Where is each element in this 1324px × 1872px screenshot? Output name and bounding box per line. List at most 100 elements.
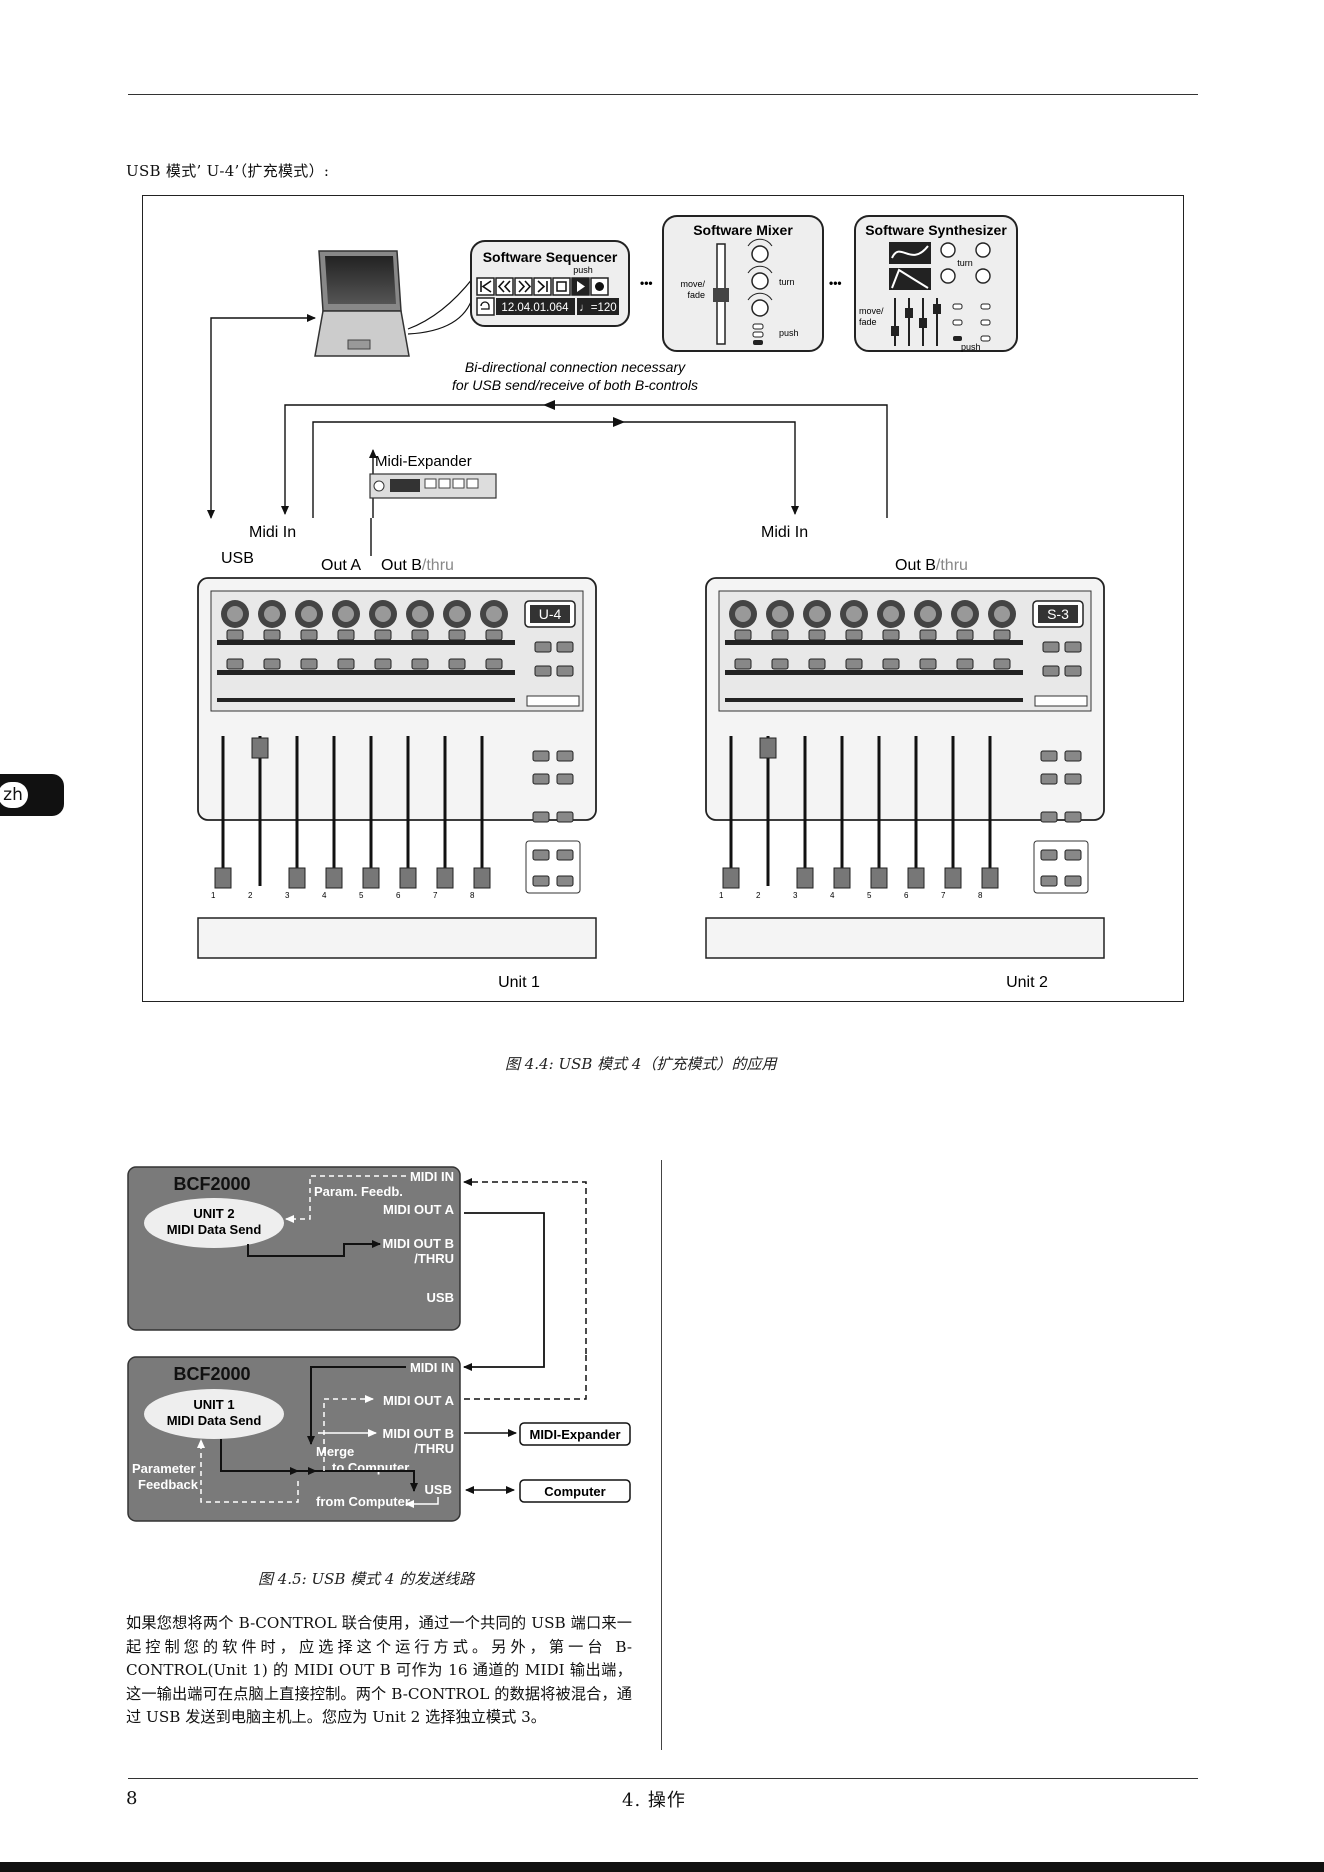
figure1-diagram: Software Sequencer push 12.04.01.064 ♩=1… bbox=[197, 215, 1105, 991]
ellipsis-2: ••• bbox=[829, 276, 842, 290]
ellipsis-1: ••• bbox=[640, 276, 653, 290]
connection-note-line1: Bi-directional connection necessary bbox=[465, 359, 686, 375]
svg-text:6: 6 bbox=[396, 891, 401, 900]
midi-expander-label: Midi-Expander bbox=[375, 453, 472, 470]
software-mixer-panel: Software Mixer move/ fade turn push bbox=[662, 215, 824, 352]
unit1-channel-numbers: 1 2 3 4 5 6 7 8 bbox=[211, 891, 475, 900]
svg-text:6: 6 bbox=[904, 891, 909, 900]
svg-text:2: 2 bbox=[248, 891, 253, 900]
box2-thru: /THRU bbox=[414, 1441, 454, 1456]
midi-expander-box bbox=[519, 1422, 631, 1446]
box2-data-send-label: MIDI Data Send bbox=[167, 1413, 262, 1428]
unit2-display: S-3 bbox=[1047, 606, 1069, 622]
box1-data-send-label: MIDI Data Send bbox=[167, 1222, 262, 1237]
box1-param-feedback: Param. Feedb. bbox=[314, 1184, 403, 1199]
box1-midi-out-a: MIDI OUT A bbox=[383, 1202, 455, 1217]
synth-push-label: push bbox=[961, 342, 981, 352]
bcf2000-unit1: U-4 bbox=[197, 577, 597, 959]
box2-usb: USB bbox=[425, 1482, 452, 1497]
body-paragraph: 如果您想将两个 B-CONTROL 联合使用，通过一个共同的 USB 端口来一起… bbox=[126, 1614, 632, 1726]
svg-text:1: 1 bbox=[719, 891, 724, 900]
box2-midi-out-a: MIDI OUT A bbox=[383, 1393, 455, 1408]
box1-unit-label: UNIT 2 bbox=[193, 1206, 234, 1221]
box1-thru: /THRU bbox=[414, 1251, 454, 1266]
footer-section-title: 4. 操作 bbox=[622, 1790, 686, 1811]
svg-text:8: 8 bbox=[978, 891, 983, 900]
software-sequencer-panel: Software Sequencer push 12.04.01.064 ♩=1… bbox=[470, 240, 630, 327]
svg-text:5: 5 bbox=[359, 891, 364, 900]
synth-title: Software Synthesizer bbox=[865, 222, 1007, 238]
figure2-diagram: BCF2000 UNIT 2 MIDI Data Send Param. Fee… bbox=[127, 1166, 631, 1522]
figure-usb-mode-4-signal-flow: BCF2000 UNIT 2 MIDI Data Send Param. Fee… bbox=[126, 1160, 636, 1530]
unit2-channel-numbers: 1 2 3 4 5 6 7 8 bbox=[719, 891, 983, 900]
label-midi-in-unit2: Midi In bbox=[761, 524, 808, 541]
svg-text:3: 3 bbox=[285, 891, 290, 900]
box1-midi-out-b: MIDI OUT B bbox=[383, 1236, 455, 1251]
label-out-a: Out A bbox=[321, 557, 361, 574]
unit1-name: Unit 1 bbox=[498, 974, 540, 991]
box2-feedback: Feedback bbox=[138, 1477, 199, 1492]
sequencer-tempo: ♩=120 bbox=[579, 302, 616, 314]
mixer-fade-label: fade bbox=[687, 290, 705, 300]
connection-lines bbox=[207, 314, 888, 519]
label-midi-in-unit1: Midi In bbox=[249, 524, 296, 541]
figure-usb-mode-4-application: Software Sequencer push 12.04.01.064 ♩=1… bbox=[142, 195, 1184, 1002]
svg-text:1: 1 bbox=[211, 891, 216, 900]
mixer-title: Software Mixer bbox=[693, 222, 793, 238]
box2-to-computer: to Computer bbox=[332, 1460, 409, 1475]
transport-buttons bbox=[476, 277, 609, 296]
label-out-b-unit2: Out B/thru bbox=[895, 557, 968, 574]
figure2-caption: 图 4.5: USB 模式 4 的发送线路 bbox=[258, 1570, 475, 1588]
svg-text:5: 5 bbox=[867, 891, 872, 900]
section-heading: USB 模式’ U-4’（扩充模式）: bbox=[126, 162, 330, 180]
box1-title: BCF2000 bbox=[173, 1174, 250, 1194]
software-synth-panel: Software Synthesizer turn move/ fade pus… bbox=[854, 215, 1018, 352]
unit2-faders bbox=[722, 736, 999, 889]
unit1-display: U-4 bbox=[539, 606, 562, 622]
box1-midi-in: MIDI IN bbox=[410, 1169, 454, 1184]
synth-move-label: move/ bbox=[859, 306, 884, 316]
svg-text:3: 3 bbox=[793, 891, 798, 900]
top-rule bbox=[128, 94, 1198, 95]
column-divider bbox=[661, 1160, 662, 1750]
mixer-turn-label: turn bbox=[779, 277, 795, 287]
connection-note-line2: for USB send/receive of both B-controls bbox=[452, 377, 698, 393]
box2-midi-out-b: MIDI OUT B bbox=[383, 1426, 455, 1441]
figure1-caption: 图 4.4: USB 模式 4（扩充模式）的应用 bbox=[505, 1055, 777, 1073]
computer-box bbox=[519, 1479, 631, 1503]
svg-text:7: 7 bbox=[433, 891, 438, 900]
unit2-encoders bbox=[729, 600, 1016, 628]
svg-text:4: 4 bbox=[830, 891, 835, 900]
synth-turn-label: turn bbox=[957, 258, 973, 268]
language-tab[interactable]: zh bbox=[0, 774, 64, 816]
sequencer-title: Software Sequencer bbox=[483, 249, 618, 265]
language-tab-label: zh bbox=[0, 782, 28, 808]
bcf2000-unit2-box: BCF2000 UNIT 2 MIDI Data Send Param. Fee… bbox=[127, 1166, 461, 1331]
midi-expander-label-2: MIDI-Expander bbox=[529, 1427, 620, 1442]
synth-fade-label: fade bbox=[859, 317, 877, 327]
svg-text:8: 8 bbox=[470, 891, 475, 900]
bcf2000-unit2: S-3 1 bbox=[705, 577, 1105, 959]
box2-midi-in: MIDI IN bbox=[410, 1360, 454, 1375]
laptop-icon bbox=[314, 250, 410, 357]
midi-expander-device bbox=[369, 473, 497, 499]
mixer-move-label: move/ bbox=[680, 279, 705, 289]
sequencer-counter: 12.04.01.064 bbox=[501, 302, 569, 314]
svg-text:2: 2 bbox=[756, 891, 761, 900]
mixer-push-label: push bbox=[779, 328, 799, 338]
sequencer-push-label: push bbox=[573, 265, 593, 275]
svg-text:7: 7 bbox=[941, 891, 946, 900]
svg-text:4: 4 bbox=[322, 891, 327, 900]
box2-from-computer: from Computer bbox=[316, 1494, 410, 1509]
label-out-b-unit1: Out B/thru bbox=[381, 557, 454, 574]
box1-usb: USB bbox=[427, 1290, 454, 1305]
page-number: 8 bbox=[126, 1788, 138, 1809]
unit1-encoders bbox=[221, 600, 508, 628]
box2-title: BCF2000 bbox=[173, 1364, 250, 1384]
box2-unit-label: UNIT 1 bbox=[193, 1397, 234, 1412]
label-usb: USB bbox=[221, 550, 254, 567]
footer-rule bbox=[128, 1778, 1198, 1779]
computer-label: Computer bbox=[544, 1484, 605, 1499]
bottom-edge-bar bbox=[0, 1862, 1324, 1872]
bcf2000-unit1-box: BCF2000 UNIT 1 MIDI Data Send MIDI IN MI… bbox=[127, 1356, 461, 1522]
